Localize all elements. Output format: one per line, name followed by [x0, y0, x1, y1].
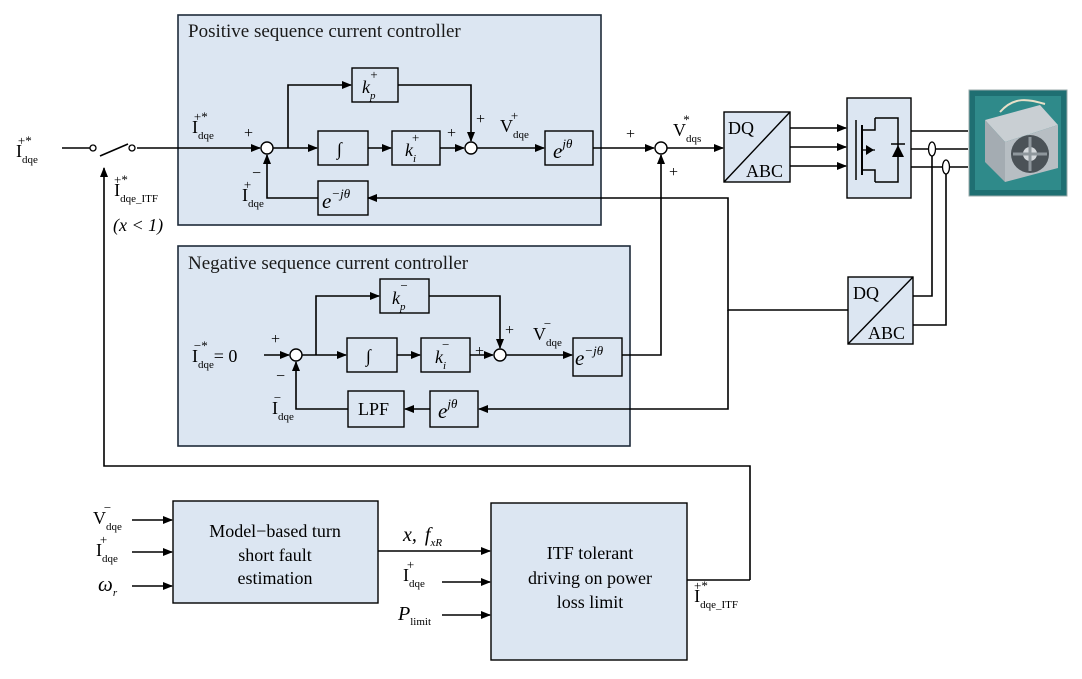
itf-input-idqe: Idqe+	[403, 557, 425, 590]
pos-sum1-plus: +	[244, 125, 253, 142]
neg-kp-label: kp−	[392, 278, 408, 313]
estimation-title-3: estimation	[238, 568, 313, 588]
switch-contact-b	[128, 144, 136, 152]
pos-sum1-minus: −	[252, 165, 261, 182]
dq-abc-bottom-dq: DQ	[853, 283, 879, 303]
neg-sum-junction-1	[289, 348, 303, 362]
pos-ki-block	[391, 130, 441, 166]
pos-iref-label: Idqe+*	[192, 109, 214, 142]
neg-lpf-block	[347, 390, 405, 428]
pos-integrator-label: ∫	[336, 139, 343, 160]
current-sensor-2	[941, 159, 951, 175]
itf-iref-label: Idqe_ITF+*	[114, 172, 158, 205]
estimation-title-2: short fault	[238, 545, 312, 565]
pos-ki-label: ki+	[405, 130, 420, 165]
pos-integrator-block	[317, 130, 369, 166]
dq-abc-top-dq: DQ	[728, 118, 754, 138]
output-sum-junction	[654, 141, 668, 155]
positive-controller-box	[177, 14, 602, 226]
switch-contact-a	[89, 144, 97, 152]
out-sum-plus-bottom: +	[669, 164, 678, 181]
pos-kp-label: kp+	[362, 67, 378, 102]
neg-sum2-plus-top: +	[505, 322, 514, 339]
est-output-label: x,fxR	[402, 524, 442, 549]
neg-sum-junction-2	[493, 348, 507, 362]
est-input-omega: ωr	[98, 572, 118, 599]
positive-controller-title: Positive sequence current controller	[188, 21, 461, 42]
main-iref-label: Idqe+*	[16, 133, 38, 166]
neg-integrator-block	[346, 337, 398, 373]
estimation-title-1: Model−based turn	[209, 521, 341, 541]
neg-rotation-in-block	[429, 390, 479, 428]
pos-rotation-back-block	[317, 180, 369, 216]
est-input-idqe: Idqe+	[96, 532, 118, 565]
neg-integrator-label: ∫	[365, 346, 372, 367]
neg-lpf-label: LPF	[358, 399, 389, 419]
pos-rotation-forward-label: ejθ	[553, 136, 573, 163]
neg-sum2-plus-left: +	[475, 343, 484, 360]
estimation-block	[172, 500, 379, 604]
neg-sum1-minus: −	[276, 368, 285, 385]
inverter-icon	[846, 97, 912, 199]
neg-rotation-in-label: ejθ	[438, 396, 458, 423]
est-input-vdqe: Vdqe−	[93, 500, 122, 533]
neg-ifb-label: Idqe−	[272, 390, 294, 423]
current-sensor-1	[927, 141, 937, 157]
pos-vout-label: Vdqe+	[500, 108, 529, 141]
itf-block	[490, 502, 688, 661]
neg-sum1-plus: +	[271, 331, 280, 348]
itf-title-1: ITF tolerant	[547, 543, 633, 563]
neg-ki-label: ki−	[435, 337, 450, 372]
itf-input-plimit: Plimit	[397, 603, 431, 628]
switch-condition-label: (x < 1)	[113, 215, 163, 236]
motor-photo-icon	[968, 89, 1068, 197]
vdqs-label: Vdqs*	[673, 112, 701, 145]
neg-vout-label: Vdqe−	[533, 316, 562, 349]
pos-sum2-plus-top: +	[476, 111, 485, 128]
negative-controller-title: Negative sequence current controller	[188, 253, 469, 274]
out-sum-plus-left: +	[626, 126, 635, 143]
pos-sum-junction-1	[260, 141, 274, 155]
itf-title-3: loss limit	[557, 592, 624, 612]
neg-iref-label: Idqe−*= 0	[192, 338, 237, 371]
pos-kp-block	[351, 67, 399, 103]
dq-abc-top-abc: ABC	[746, 161, 783, 181]
switch-blade	[99, 143, 129, 157]
pos-rotation-back-label: e−jθ	[322, 186, 351, 213]
pos-ifb-label: Idqe+	[242, 177, 264, 210]
neg-rotation-out-label: e−jθ	[575, 343, 604, 370]
dq-abc-bottom-abc: ABC	[868, 323, 905, 343]
neg-rotation-out-block	[572, 337, 623, 377]
itf-title-2: driving on power	[528, 568, 652, 588]
itf-output-label: Idqe_ITF+*	[694, 578, 738, 611]
pos-sum-junction-2	[464, 141, 478, 155]
pos-sum2-plus-left: +	[447, 125, 456, 142]
